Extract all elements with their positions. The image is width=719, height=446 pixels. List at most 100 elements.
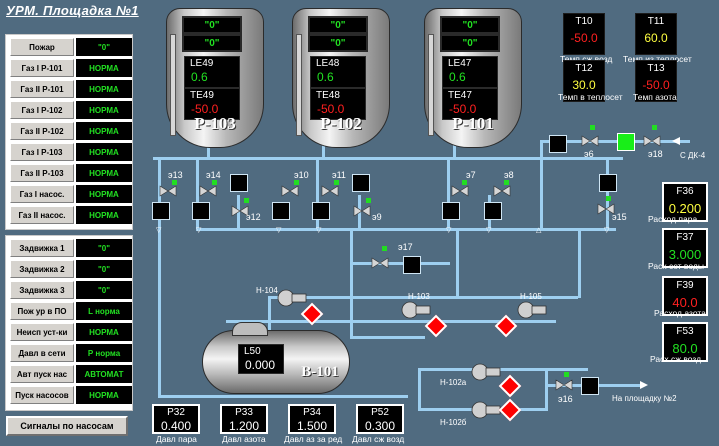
valve-status-square[interactable] xyxy=(581,377,599,395)
valve-label[interactable]: э15 xyxy=(612,212,627,222)
temp-name: T12 xyxy=(575,63,593,74)
valve-label[interactable]: э13 xyxy=(168,170,183,180)
valve-label[interactable]: э9 xyxy=(372,212,382,222)
temp-sensor: TE49-50.0 xyxy=(184,88,240,120)
valve-status-square[interactable] xyxy=(549,135,567,153)
valve-label[interactable]: э18 xyxy=(648,149,663,159)
tank-top-indicator: "0" xyxy=(182,34,242,52)
valve-label[interactable]: э7 xyxy=(466,170,476,180)
level-bar xyxy=(428,34,434,136)
pressure-name: P33 xyxy=(235,407,253,418)
pump-alarm-indicator[interactable] xyxy=(494,314,518,338)
flow-caption: Расход пара xyxy=(648,214,698,224)
valve-label[interactable]: э8 xyxy=(504,170,514,180)
level-bar xyxy=(296,34,302,136)
sensor-value: 0.6 xyxy=(317,70,334,84)
flow-direction-marker: ▽ xyxy=(446,227,452,234)
tank-name: Р-102 xyxy=(320,114,362,133)
valve-status-square[interactable] xyxy=(312,202,330,220)
row-value: НОРМА xyxy=(76,59,132,77)
valve-status-square[interactable] xyxy=(352,174,370,192)
valve-status-square[interactable] xyxy=(403,256,421,274)
pump-icon xyxy=(471,363,501,381)
valve-status-square[interactable] xyxy=(484,202,502,220)
row-value: НОРМА xyxy=(76,101,132,119)
row-value: НОРМА xyxy=(76,143,132,161)
pressure-name: P32 xyxy=(167,407,185,418)
pump-label[interactable]: Н-105 xyxy=(520,292,542,301)
tank-top-indicator: "0" xyxy=(182,16,242,34)
valve-label[interactable]: э16 xyxy=(558,394,573,404)
row-value: НОРМА xyxy=(76,80,132,98)
pressure-value: 0.300 xyxy=(364,419,396,433)
valve-label[interactable]: э17 xyxy=(398,242,413,252)
pump-label[interactable]: Н-102б xyxy=(440,418,467,427)
sensor-name: TE48 xyxy=(316,90,340,101)
valve-label[interactable]: э11 xyxy=(332,170,346,180)
row-label: Задвижка 1 xyxy=(10,239,74,257)
pump-alarm-indicator[interactable] xyxy=(498,374,522,398)
tank-top-indicator: "0" xyxy=(308,34,368,52)
row-value: НОРМА xyxy=(76,323,132,341)
valve-status-square[interactable] xyxy=(230,174,248,192)
valve-status-square[interactable] xyxy=(272,202,290,220)
temp-value: -50.0 xyxy=(642,78,670,92)
valve-icon xyxy=(321,185,339,197)
pump-alarm-indicator[interactable] xyxy=(424,314,448,338)
row-value: "0" xyxy=(76,281,132,299)
valve-status-square[interactable] xyxy=(442,202,460,220)
pressure-caption: Давл сж возд xyxy=(352,434,405,444)
flow-value: 80.0 xyxy=(672,341,698,356)
row-label: Неисп уст-ки xyxy=(10,323,74,341)
valve-icon xyxy=(451,185,469,197)
valve-status-square[interactable] xyxy=(599,174,617,192)
pressure-value: 1.200 xyxy=(228,419,260,433)
row-value: НОРМА xyxy=(76,122,132,140)
row-label: Газ II Р-102 xyxy=(10,122,74,140)
flow-value: 3.000 xyxy=(668,247,702,262)
temp-caption: Темп азота xyxy=(633,92,677,102)
tank-top-indicator: "0" xyxy=(440,16,500,34)
valve-label[interactable]: э12 xyxy=(246,212,261,222)
flow-caption: Расход азота xyxy=(654,308,706,318)
valve-open-indicator[interactable] xyxy=(617,133,635,151)
pump-alarm-indicator[interactable] xyxy=(498,398,522,422)
temp-display-t10: T10-50.0 xyxy=(563,13,605,55)
pressure-value: 0.400 xyxy=(160,419,192,433)
row-value: АВТОМАТ xyxy=(76,365,132,383)
valve-status-square[interactable] xyxy=(152,202,170,220)
sensor-value: -50.0 xyxy=(317,102,345,116)
temp-caption: Темп из теплосет xyxy=(623,54,692,64)
flow-direction-marker: △ xyxy=(536,227,542,234)
row-value: НОРМА xyxy=(76,185,132,203)
valve-label[interactable]: э6 xyxy=(584,149,594,159)
row-label: Газ I Р-103 xyxy=(10,143,74,161)
valve-label[interactable]: э14 xyxy=(206,170,221,180)
pump-label[interactable]: Н-102а xyxy=(440,378,467,387)
pump-label[interactable]: Н-104 xyxy=(256,286,278,295)
pump-signals-button[interactable]: Сигналы по насосам xyxy=(6,416,128,436)
row-label: Газ I Р-101 xyxy=(10,59,74,77)
valve-status-square[interactable] xyxy=(192,202,210,220)
pump-icon xyxy=(517,301,547,319)
temp-sensor: TE48-50.0 xyxy=(310,88,366,120)
valve-label[interactable]: э10 xyxy=(294,170,309,180)
pump-label[interactable]: Н-103 xyxy=(408,292,430,301)
row-value: L норма xyxy=(76,302,132,320)
temp-display-t13: T13-50.0 xyxy=(635,60,677,102)
valve-icon xyxy=(199,185,217,197)
